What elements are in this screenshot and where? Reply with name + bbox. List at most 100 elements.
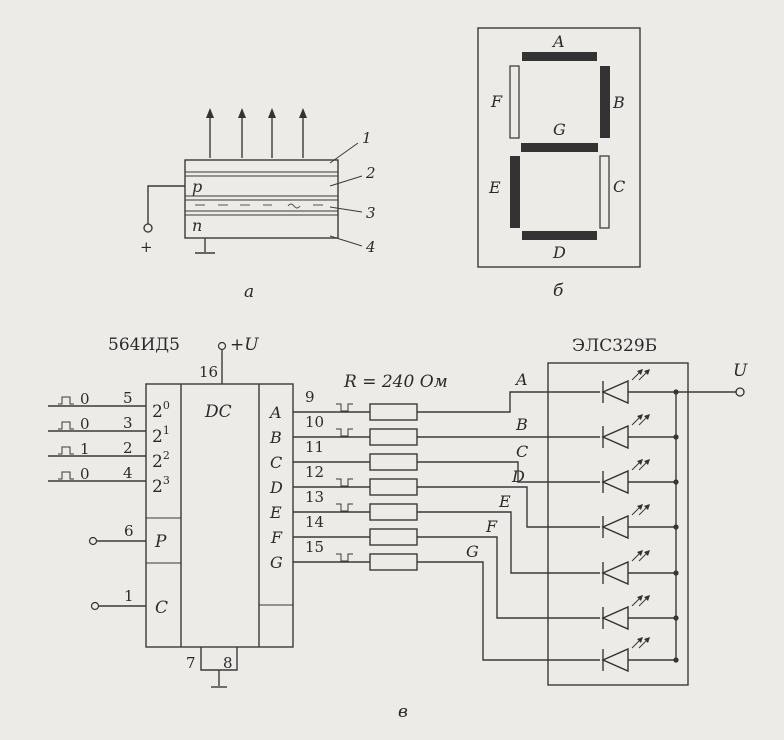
output-letter-a: A xyxy=(268,403,282,422)
decoder-outputs: A B C D E F G 9 10 11 12 13 14 15 xyxy=(268,388,370,572)
seg-label-e: E xyxy=(488,178,501,197)
input-level-1: 0 xyxy=(80,415,90,433)
wire-label-c: C xyxy=(516,442,528,461)
led-g xyxy=(601,637,679,673)
gnd-pin-7: 7 xyxy=(186,654,196,672)
input-weight-2: 22 xyxy=(152,449,170,472)
segment-g xyxy=(521,143,598,152)
seg-label-c: C xyxy=(613,177,625,196)
output-pin-15: 15 xyxy=(305,538,324,556)
plus-label: + xyxy=(140,238,153,256)
resistor-b xyxy=(369,428,418,446)
segment-b xyxy=(600,66,610,138)
display-supply-label: U xyxy=(733,361,748,381)
resistor-g xyxy=(369,553,418,571)
layer-label-2: 2 xyxy=(365,164,376,182)
wire-label-f: F xyxy=(485,517,498,536)
gnd-pin-8: 8 xyxy=(223,654,233,672)
display-name: ЭЛС329Б xyxy=(572,336,657,356)
output-letter-c: C xyxy=(270,453,282,472)
layer-label-3: 3 xyxy=(366,204,376,222)
led-d xyxy=(601,504,679,540)
display-package xyxy=(547,362,689,686)
input-level-3: 0 xyxy=(80,465,90,483)
led-b xyxy=(601,414,679,450)
input-pin-1: 3 xyxy=(123,414,133,432)
output-pin-12: 12 xyxy=(305,463,324,481)
decoder-chip xyxy=(145,383,294,648)
led-body xyxy=(184,159,339,239)
plus-terminal xyxy=(143,223,153,233)
output-pin-9: 9 xyxy=(305,388,315,406)
input-level-0: 0 xyxy=(80,390,90,408)
c-pin-label: C xyxy=(155,598,168,618)
wire-label-e: E xyxy=(498,492,511,511)
layer-label-4: 4 xyxy=(365,238,376,256)
wire-label-g: G xyxy=(466,542,479,561)
input-weight-3: 23 xyxy=(152,474,170,497)
output-letter-b: B xyxy=(269,428,282,447)
junction-layer xyxy=(195,203,323,209)
seg-label-f: F xyxy=(490,92,503,111)
led-array xyxy=(601,369,679,673)
resistor-f xyxy=(369,528,418,546)
seg-label-d: D xyxy=(552,243,566,262)
resistor-array xyxy=(369,403,418,571)
figure-a-caption: а xyxy=(244,282,254,302)
figure-c-circuit: 564ИД5 DC +U 16 0 0 1 0 5 xyxy=(48,335,748,722)
output-pin-11: 11 xyxy=(305,438,324,456)
input-pin-0: 5 xyxy=(123,389,133,407)
segment-f xyxy=(509,65,520,139)
resistor-a xyxy=(369,403,418,421)
n-region-label: n xyxy=(192,216,202,235)
seg-label-g: G xyxy=(553,120,566,139)
output-pin-13: 13 xyxy=(305,488,324,506)
resistor-c xyxy=(369,453,418,471)
wire-label-b: B xyxy=(515,415,528,434)
seven-segment-frame xyxy=(477,27,641,268)
segment-a xyxy=(522,52,597,61)
segment-e xyxy=(510,156,520,228)
supply-pin-number: 16 xyxy=(199,363,218,381)
input-weight-0: 20 xyxy=(152,399,170,422)
input-weight-1: 21 xyxy=(152,424,170,447)
seg-label-a: A xyxy=(551,32,565,51)
segment-c xyxy=(599,155,610,229)
figure-a-led-structure: p n 1 2 3 4 + а xyxy=(140,108,376,302)
decoder-inputs: 0 0 1 0 5 3 2 4 20 21 22 23 xyxy=(48,389,170,497)
layer-label-1: 1 xyxy=(362,129,372,147)
decoder-name: 564ИД5 xyxy=(108,335,180,355)
output-letter-d: D xyxy=(269,478,283,497)
output-letter-f: F xyxy=(270,528,283,547)
segment-d xyxy=(522,231,597,240)
figure-b-seven-segment: A B C D E F G б xyxy=(477,27,641,301)
led-e xyxy=(601,550,679,586)
input-pin-2: 2 xyxy=(123,439,133,457)
input-pin-3: 4 xyxy=(123,464,133,482)
figure-c-caption: в xyxy=(398,702,408,722)
seg-label-b: B xyxy=(612,93,625,112)
p-pin-label: P xyxy=(154,532,167,552)
display-supply-terminal xyxy=(735,387,745,397)
wire-label-a: A xyxy=(514,370,528,389)
supply-label: +U xyxy=(230,335,259,355)
led-f xyxy=(601,595,679,631)
decoder-label: DC xyxy=(204,402,232,422)
resistor-e xyxy=(369,503,418,521)
input-level-2: 1 xyxy=(80,440,90,458)
p-pin-number: 6 xyxy=(124,522,134,540)
resistor-label: R = 240 Ом xyxy=(343,372,448,392)
c-pin-number: 1 xyxy=(124,587,134,605)
figure-b-caption: б xyxy=(553,281,564,301)
led-a xyxy=(601,369,676,405)
emission-arrows xyxy=(206,108,307,158)
output-pin-10: 10 xyxy=(305,413,324,431)
led-c xyxy=(601,459,679,495)
wire-label-d: D xyxy=(511,467,525,486)
output-letter-e: E xyxy=(269,503,282,522)
resistor-d xyxy=(369,478,418,496)
p-region-label: p xyxy=(192,177,202,196)
output-pin-14: 14 xyxy=(305,513,324,531)
output-letter-g: G xyxy=(270,553,283,572)
